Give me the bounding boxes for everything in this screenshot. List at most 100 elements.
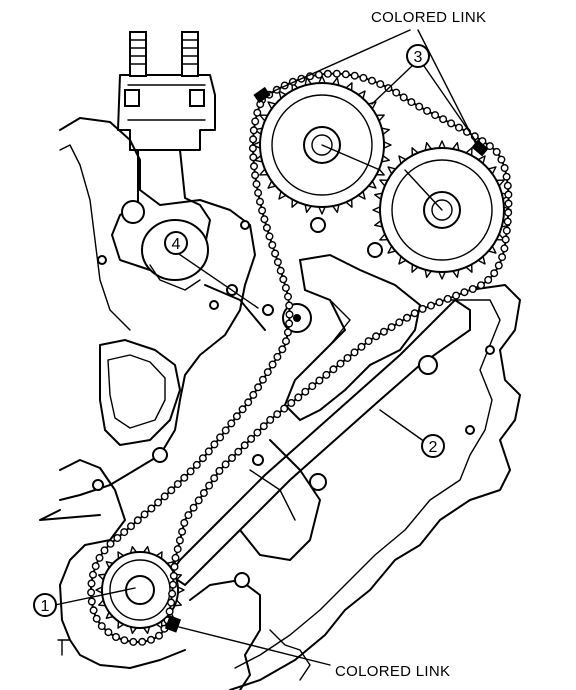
chain-link: [87, 597, 96, 606]
chain-link: [504, 208, 513, 217]
chain-link: [160, 492, 169, 501]
sprocket-tooth: [367, 180, 377, 189]
chain-link: [283, 328, 292, 337]
chain-link: [249, 162, 258, 171]
chain-link: [357, 342, 366, 351]
chain-link: [252, 180, 261, 189]
chain-link: [165, 607, 174, 616]
chain-link: [308, 382, 317, 391]
chain-link: [431, 111, 440, 120]
sprocket-tooth: [375, 168, 385, 176]
sprocket-tooth: [411, 147, 419, 157]
chain-link: [427, 301, 436, 310]
sprocket-teeth-right: [372, 140, 512, 280]
chain-link: [273, 410, 282, 419]
chain-link: [251, 171, 260, 180]
chain-link: [129, 637, 138, 646]
sprocket-tooth: [398, 155, 407, 165]
chain-link: [126, 522, 135, 531]
chain-link: [399, 93, 408, 102]
sprocket-tooth: [173, 599, 183, 607]
chain-link: [189, 503, 198, 512]
chain-link: [323, 69, 332, 78]
engine-housing: [39, 117, 521, 690]
chain-link: [281, 283, 290, 292]
chain-link: [249, 390, 258, 399]
middle-chain-guide: [239, 253, 422, 561]
chain-link: [232, 412, 241, 421]
chain-link: [268, 240, 277, 249]
chain-link: [198, 454, 207, 463]
sprocket-tooth: [345, 82, 353, 92]
chain-link: [329, 365, 338, 374]
chain-link: [376, 80, 385, 89]
chain-link: [210, 440, 219, 449]
sprocket-teeth-left: [252, 75, 392, 215]
chain-link: [497, 155, 506, 164]
chain-link: [104, 628, 113, 637]
chain-link: [88, 570, 97, 579]
sprocket-tooth: [278, 190, 287, 200]
chain-guide: [168, 298, 471, 588]
sprocket-tooth: [372, 206, 381, 214]
chain-link: [350, 348, 359, 357]
chain-link: [498, 253, 507, 262]
chain-link: [276, 266, 285, 275]
chain-link: [87, 579, 96, 588]
chain-link: [332, 69, 341, 78]
chain-link: [273, 258, 282, 267]
sprocket-tooth: [357, 90, 366, 100]
chain-link: [180, 518, 189, 527]
chain-link: [168, 589, 177, 598]
chain-link: [168, 580, 177, 589]
colored-link-label-top: COLORED LINK: [371, 9, 486, 26]
sprocket-tooth: [465, 147, 473, 157]
chain-link: [500, 163, 509, 172]
chain-link: [439, 115, 448, 124]
svg-text:4: 4: [172, 236, 181, 253]
sprocket-tooth: [411, 263, 419, 273]
chain-link: [95, 553, 104, 562]
chain-link: [227, 419, 236, 428]
chain-link: [263, 368, 272, 377]
chain-link: [503, 181, 512, 190]
callout-4: 4: [164, 231, 188, 255]
chain-link: [175, 536, 184, 545]
sprocket-tooth: [438, 271, 446, 280]
sprocket-tooth: [452, 268, 460, 278]
chain-link: [315, 376, 324, 385]
chain-link: [140, 510, 149, 519]
sprocket-tooth: [117, 551, 125, 560]
chain-link: [253, 428, 262, 437]
chain-link: [410, 309, 419, 318]
chain-link: [97, 622, 106, 631]
chain-link: [350, 71, 359, 80]
sprocket-tooth: [477, 255, 486, 265]
chain-link: [171, 553, 180, 562]
timing-chain: [87, 69, 513, 646]
chain-link: [92, 614, 101, 623]
sprocket-tooth: [357, 190, 366, 200]
chain-link: [423, 106, 432, 115]
chain-link: [341, 70, 350, 79]
chain-link: [477, 281, 486, 290]
chain-link: [268, 360, 277, 369]
chain-link: [173, 545, 182, 554]
chain-link: [395, 318, 404, 327]
sprocket-tooth: [438, 140, 446, 149]
chain-link: [502, 172, 511, 181]
chain-link: [154, 631, 163, 640]
sprocket-tooth: [477, 155, 486, 165]
chain-link: [113, 534, 122, 543]
sprocket-tooth: [177, 586, 185, 594]
chain-link: [254, 188, 263, 197]
chain-link: [500, 244, 509, 253]
chain-link: [240, 441, 249, 450]
chain-link: [322, 370, 331, 379]
chain-link: [106, 539, 115, 548]
sprocket-tooth: [332, 77, 340, 87]
sprocket-tooth: [387, 166, 397, 175]
chain-link: [504, 199, 513, 208]
chain-link: [91, 562, 100, 571]
sprocket-tooth: [97, 573, 107, 581]
